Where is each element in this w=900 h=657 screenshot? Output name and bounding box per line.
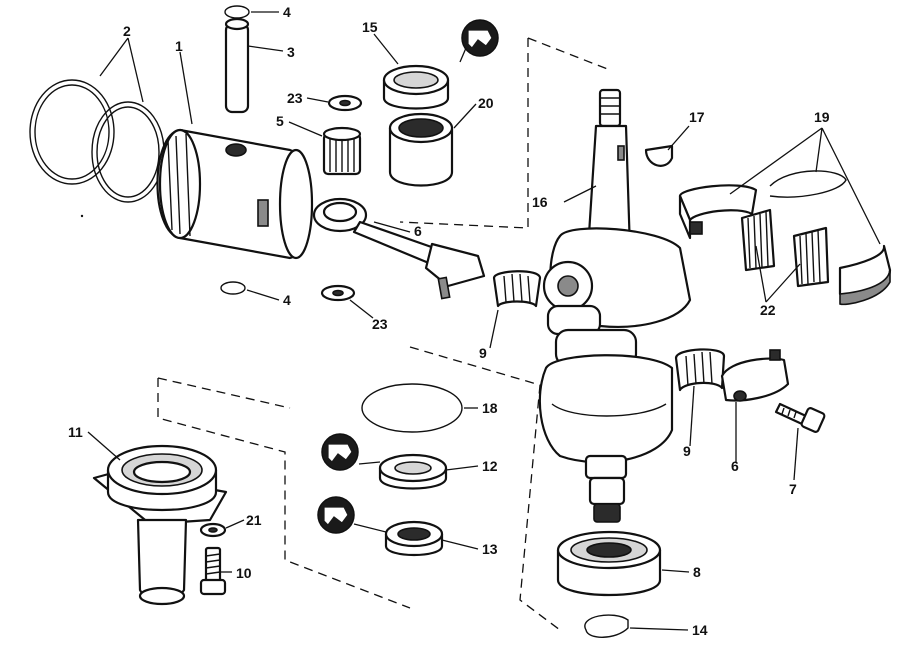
callout-14: 14 [692,622,708,638]
callout-5: 5 [276,113,284,129]
crankpin-needle-bearing-upper [492,270,542,308]
callout-6-cap: 6 [731,458,739,474]
callout-3: 3 [287,44,295,60]
callout-4-lower: 4 [283,292,291,308]
thrust-washer-upper [327,94,363,112]
main-bearing-needle-cage [740,208,830,288]
callout-19: 19 [814,109,830,125]
callout-23-upper: 23 [287,90,303,106]
callout-18: 18 [482,400,498,416]
wrist-pin-needle-bearing [322,126,362,176]
callout-15: 15 [362,19,378,35]
callout-7: 7 [789,481,797,497]
lower-oil-seal [378,453,448,490]
callout-12: 12 [482,458,498,474]
upper-main-bearing [388,112,454,187]
crankpin-needle-bearing-lower [674,348,726,392]
callout-8: 8 [693,564,701,580]
callout-1: 1 [175,38,183,54]
print-speck [80,214,84,218]
lower-bearing-housing [92,444,228,606]
rod-cap-screw [774,402,826,433]
main-bearing-ring-half-bottom [838,244,892,306]
callout-17: 17 [689,109,705,125]
lower-ball-bearing [556,530,662,597]
sealant-icon [317,496,355,534]
piston-pin-lock-ring-upper [224,5,250,19]
callout-6-rod: 6 [414,223,422,239]
callout-10: 10 [236,565,252,581]
callout-2: 2 [123,23,131,39]
callout-22: 22 [760,302,776,318]
thrust-washer-lower [320,284,356,302]
sealant-icon [321,433,359,471]
main-bearing-ring-half-top [678,184,758,240]
piston-pin-lock-ring-lower [220,281,246,295]
callout-11: 11 [68,424,83,440]
callout-13: 13 [482,541,498,557]
connecting-rod-cap [720,349,790,402]
piston-pin [224,17,250,114]
piston-rings [29,79,165,203]
leader-lines [87,11,881,631]
lower-seal-inner [384,520,444,556]
callout-16: 16 [532,194,548,210]
main-bearing-retaining-ring [769,170,847,198]
piston [156,128,314,260]
housing-washer [199,522,227,538]
crankshaft [538,88,692,523]
woodruff-key [644,144,674,167]
callout-9-lower: 9 [683,443,691,459]
o-ring [361,383,463,433]
housing-screw [199,546,227,596]
callout-21: 21 [246,512,262,528]
crankshaft-upper-seal [382,64,450,110]
callout-23-lower: 23 [372,316,388,332]
callout-9-upper: 9 [479,345,487,361]
connecting-rod [312,197,486,300]
assembly-outline-lower [157,346,561,631]
callout-20: 20 [478,95,494,111]
bearing-retaining-ring [584,614,629,638]
sealant-icon [461,19,499,57]
callout-labels: 1 2 3 4 4 5 6 6 7 8 9 9 10 11 12 13 14 1… [68,4,830,638]
callout-4-upper: 4 [283,4,291,20]
